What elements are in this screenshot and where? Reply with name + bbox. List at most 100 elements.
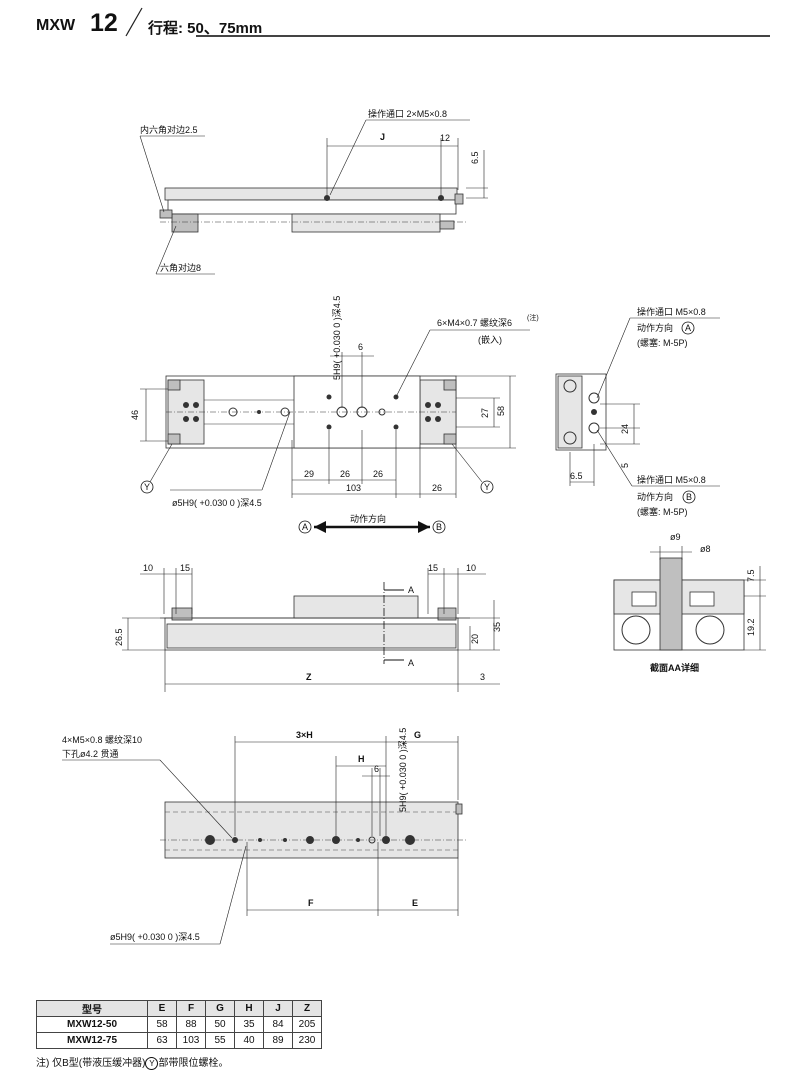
pin-note-bottom: ø5H9( +0.030 0 )深4.5: [110, 932, 200, 942]
front-view: 46 27 58 6 5H9( +0.030 0 )深4.5 6×M4×0.7 …: [130, 296, 539, 508]
header-slash: [125, 7, 143, 37]
table-header-j: J: [263, 1000, 293, 1017]
table-header-e: E: [147, 1000, 177, 1017]
dim-27: 27: [480, 408, 490, 418]
dim-10a: 10: [143, 563, 153, 573]
dim-3-side: 3: [480, 672, 485, 682]
table-cell: 205: [292, 1016, 322, 1033]
dim-J-top: J: [380, 132, 385, 142]
table-cell: 55: [205, 1032, 235, 1049]
dim-6-5-end: 6.5: [570, 471, 583, 481]
mark-b: B: [686, 492, 692, 502]
dim-26-5: 26.5: [114, 628, 124, 646]
plug-a: (螺塞: M-5P): [637, 337, 688, 348]
dir-a-label: 动作方向: [637, 322, 673, 333]
detail-aa: ø9 ø8 7.5 19.2 截面AA详细: [613, 532, 766, 673]
dim-35: 35: [492, 622, 502, 632]
direction-label: 动作方向: [350, 513, 386, 524]
dim-103: 103: [346, 483, 361, 493]
header-rule: [196, 35, 770, 37]
page-header: MXW 12 行程: 50、75mm: [36, 7, 770, 38]
table-row: MXW12-50 58 88 50 35 84 205: [36, 1016, 322, 1033]
table-cell: 63: [147, 1032, 177, 1049]
stroke-label: 行程: 50、75mm: [148, 20, 263, 37]
table-cell: 50: [205, 1016, 235, 1033]
table-header-model: 型号: [36, 1000, 148, 1017]
dim-20: 20: [470, 634, 480, 644]
dim-H: H: [358, 754, 365, 764]
table-header-z: Z: [292, 1000, 322, 1017]
section-a-bottom: A: [408, 658, 414, 668]
footnote-prefix: 注) 仅B型(带液压缓冲器): [36, 1058, 146, 1069]
dim-12: 12: [440, 133, 450, 143]
end-view: 24 5 6.5 操作通口 M5×0.8 动作方向 A (螺塞: M-5P) 操…: [555, 306, 720, 517]
port-note-top: 操作通口 2×M5×0.8: [368, 108, 447, 119]
detail-caption: 截面AA详细: [650, 662, 699, 673]
table-cell: 35: [234, 1016, 264, 1033]
table-row: MXW12-75 63 103 55 40 89 230: [36, 1032, 322, 1049]
direction-a: A: [302, 522, 308, 532]
dim-19-2: 19.2: [746, 618, 756, 636]
insert-note: (嵌入): [478, 335, 502, 345]
dim-E: E: [412, 898, 418, 908]
dim-26c: 26: [432, 483, 442, 493]
table-header-h: H: [234, 1000, 264, 1017]
table-cell: 84: [263, 1016, 293, 1033]
dim-58: 58: [496, 406, 506, 416]
y-marker-right: Y: [484, 482, 490, 492]
table-header-g: G: [205, 1000, 235, 1017]
dim-d8: ø8: [700, 544, 711, 554]
table-cell: 40: [234, 1032, 264, 1049]
section-a-top: A: [408, 585, 414, 595]
hex-socket-note: 内六角对边2.5: [140, 124, 198, 135]
dim-F: F: [308, 898, 314, 908]
model-number: 12: [90, 9, 118, 37]
y-marker-left: Y: [144, 482, 150, 492]
hex-nut-note: 六角对边8: [160, 262, 201, 273]
dim-24: 24: [620, 424, 630, 434]
pin-note-top-bottom: 5H9( +0.030 0 )深4.5: [398, 728, 408, 812]
dim-6-bottom: 6: [374, 764, 379, 774]
direction-indicator: A B 动作方向: [298, 513, 446, 534]
footnote-y-marker: Y: [145, 1056, 159, 1070]
table-cell-model: MXW12-50: [36, 1016, 148, 1033]
thread-note-sup: (注): [527, 313, 539, 322]
technical-drawing: J 12 6.5 操作通口 2×M5×0.8 内六角对边2.5 六角对边8: [62, 108, 766, 945]
pin-note-front: ø5H9( +0.030 0 )深4.5: [172, 498, 262, 508]
dim-26a: 26: [340, 469, 350, 479]
footnote-suffix: 部带限位螺栓。: [158, 1058, 229, 1069]
port-a-note: 操作通口 M5×0.8: [637, 306, 706, 317]
mark-a: A: [685, 323, 691, 333]
dim-46: 46: [130, 410, 140, 420]
top-view: J 12 6.5 操作通口 2×M5×0.8 内六角对边2.5 六角对边8: [139, 108, 488, 275]
port-b-note: 操作通口 M5×0.8: [637, 474, 706, 485]
dim-G: G: [414, 730, 421, 740]
dimension-table: 型号 E F G H J Z MXW12-50 58 88 50 35 84 2…: [36, 1000, 322, 1049]
dim-29: 29: [304, 469, 314, 479]
dim-26b: 26: [373, 469, 383, 479]
side-view: 10 15 15 10 A A 26.5 20 35 Z 3: [114, 563, 502, 692]
dim-15a: 15: [180, 563, 190, 573]
dim-3H: 3×H: [296, 730, 313, 740]
table-header-f: F: [176, 1000, 206, 1017]
dim-d9: ø9: [670, 532, 681, 542]
table-cell: 58: [147, 1016, 177, 1033]
plug-b: (螺塞: M-5P): [637, 506, 688, 517]
table-cell: 103: [176, 1032, 206, 1049]
dir-b-label: 动作方向: [637, 491, 673, 502]
thru-note: 下孔ø4.2 贯通: [62, 749, 119, 759]
table-header-row: 型号 E F G H J Z: [36, 1000, 322, 1017]
model-prefix: MXW: [36, 17, 76, 34]
dim-6-5-top: 6.5: [470, 151, 480, 164]
dim-7-5: 7.5: [746, 569, 756, 582]
bottom-view: 3×H G H 6 5H9( +0.030 0 )深4.5 F E 4×M5×0…: [62, 728, 466, 945]
table-cell-model: MXW12-75: [36, 1032, 148, 1049]
pin-note-top: 5H9( +0.030 0 )深4.5: [332, 296, 342, 380]
direction-b: B: [436, 522, 442, 532]
dim-10b: 10: [466, 563, 476, 573]
table-cell: 89: [263, 1032, 293, 1049]
dim-5-end: 5: [620, 463, 630, 468]
dim-Z: Z: [306, 672, 312, 682]
thread-note-front: 6×M4×0.7 螺纹深6: [437, 317, 512, 328]
